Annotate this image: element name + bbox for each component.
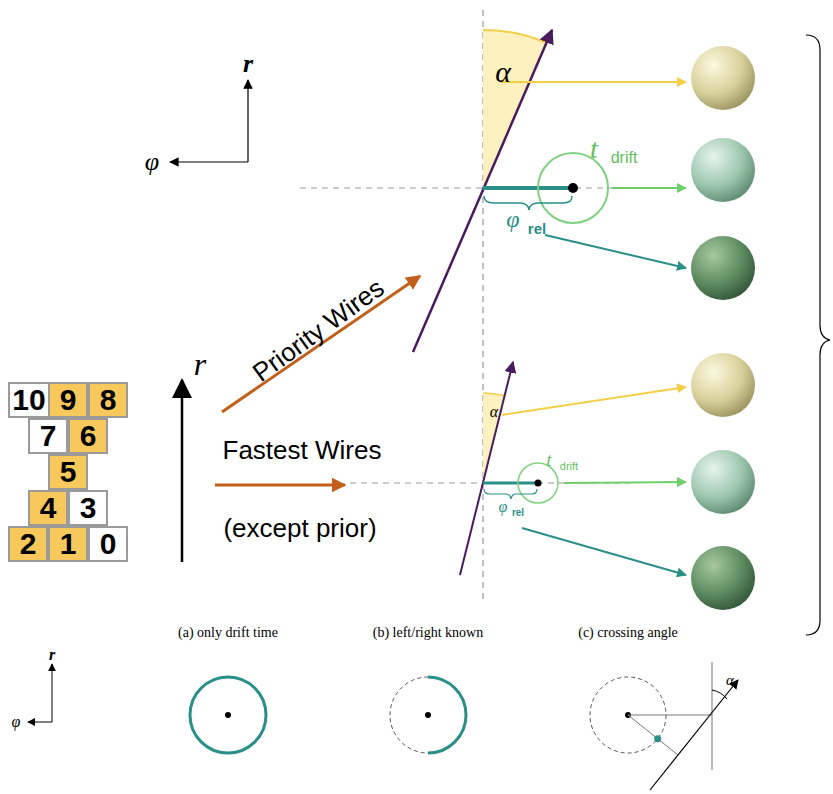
axis-label: r <box>243 51 253 77</box>
phi-rel-label: φ <box>506 207 519 231</box>
wire-number: 10 <box>12 385 45 415</box>
axes <box>170 80 248 162</box>
vertical-ref <box>712 662 713 770</box>
feature-spheres <box>691 46 755 610</box>
wire-cell: 5 <box>48 454 88 490</box>
wire-dot <box>535 480 542 487</box>
subscript: rel <box>512 508 524 518</box>
arrow-note: (except prior) <box>223 515 376 541</box>
axis-label: φ <box>145 149 159 175</box>
phi-rel-segment <box>483 186 573 190</box>
track-line <box>650 680 738 790</box>
angle-label: α <box>726 673 734 688</box>
wire-cell: 8 <box>88 382 128 418</box>
wire-number: 2 <box>20 529 37 559</box>
arrow-label: Fastest Wires <box>223 437 382 463</box>
angle-arc <box>483 30 546 43</box>
arrow-label: Priority Wires <box>248 274 388 386</box>
drift-time-label: t <box>546 451 551 469</box>
subscript: drift <box>560 461 578 472</box>
axis-label: φ <box>12 714 21 730</box>
wire-number: 3 <box>80 493 97 523</box>
wire-dot <box>568 183 578 193</box>
wire-dot <box>225 712 231 718</box>
wire-cell: 9 <box>48 382 88 418</box>
brace <box>484 196 572 210</box>
track-line <box>413 30 552 352</box>
angle-arc <box>712 690 727 699</box>
wire-cell: 6 <box>68 418 108 454</box>
wire-number: 1 <box>60 529 77 559</box>
drift-circle <box>518 463 558 503</box>
angle-arc <box>483 393 505 396</box>
wire-number: 0 <box>100 529 117 559</box>
wire-cell: 2 <box>8 526 48 562</box>
axes <box>28 664 52 722</box>
phi-rel-label: φ <box>499 499 508 515</box>
drift-time-label: t <box>590 135 598 163</box>
wire-cell: 4 <box>28 490 68 526</box>
axis-label: r <box>194 348 206 380</box>
wire-dot <box>425 712 431 718</box>
bracket <box>806 35 830 635</box>
wire-number: 5 <box>60 457 77 487</box>
angle-label: α <box>495 57 511 87</box>
wire-number: 9 <box>60 385 77 415</box>
phi-rel-segment <box>483 482 538 485</box>
helper-line <box>628 715 678 755</box>
drift-circle <box>538 153 608 223</box>
fastest-arrow <box>215 484 345 487</box>
wire-cell: 3 <box>68 490 108 526</box>
wire-cell: 10 <box>8 382 50 418</box>
drift-circle <box>190 677 266 753</box>
wire-cell: 1 <box>48 526 88 562</box>
track-line <box>460 362 513 575</box>
feature-arrows <box>500 82 686 575</box>
wire-cell: 7 <box>28 418 68 454</box>
closest-point <box>654 735 661 742</box>
drift-arc <box>428 677 466 753</box>
wire-number: 4 <box>40 493 57 523</box>
wire-cell: 0 <box>88 526 128 562</box>
wire-number: 8 <box>100 385 117 415</box>
radius-arrow <box>181 380 184 562</box>
subscript: drift <box>611 150 638 166</box>
panel-caption: (a) only drift time <box>178 626 278 640</box>
axis-label: r <box>49 647 55 663</box>
wire-number: 6 <box>80 421 97 451</box>
brace <box>484 489 537 499</box>
panel-caption: (b) left/right known <box>373 626 483 640</box>
wire-number: 7 <box>40 421 57 451</box>
helper-line <box>628 715 712 716</box>
subscript: rel <box>528 221 546 236</box>
angle-label: α <box>490 404 498 420</box>
drift-circle-dashed <box>390 677 466 753</box>
panel-caption: (c) crossing angle <box>578 626 678 640</box>
